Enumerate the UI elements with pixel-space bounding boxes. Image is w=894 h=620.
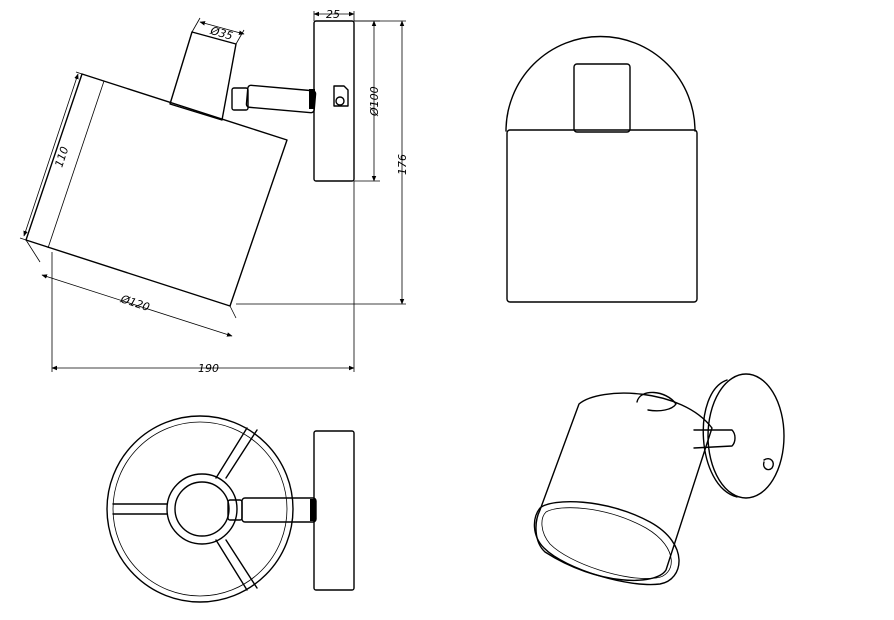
- side-arm-end-cap: [309, 89, 315, 109]
- bottom-shade-outer: [106, 415, 294, 603]
- front-wall-plate: [505, 35, 696, 132]
- side-arm: [245, 84, 317, 114]
- bottom-arm-end-cap: [310, 499, 316, 521]
- dim-shade-length: 110: [52, 145, 71, 169]
- persp-switch: [762, 458, 774, 471]
- front-view: [505, 35, 698, 303]
- bottom-spokes: [112, 427, 258, 591]
- dim-plate-depth: 25: [326, 8, 340, 21]
- persp-arm: [693, 429, 736, 449]
- bottom-arm: [241, 497, 317, 523]
- side-stem: [169, 31, 237, 121]
- dim-overall-width: 190: [198, 362, 219, 375]
- dim-shade-diameter: Ø120: [118, 292, 151, 314]
- persp-wall-plate-back: [707, 373, 785, 499]
- bottom-hub-inner: [174, 481, 230, 537]
- bottom-shade-inner: [112, 421, 288, 597]
- dim-stem-diameter: Ø35: [208, 24, 234, 43]
- bottom-view: [106, 415, 355, 603]
- persp-knob: [636, 391, 677, 412]
- side-screw: [335, 96, 345, 106]
- side-view: Ø35 25 Ø100 176 110 Ø120 190: [19, 8, 409, 375]
- persp-shade-rim: [533, 501, 680, 586]
- dim-plate-diameter: Ø100: [368, 86, 381, 117]
- bottom-pivot: [227, 499, 243, 521]
- dim-overall-height: 176: [396, 154, 409, 175]
- persp-shade-rim-inner: [541, 507, 672, 579]
- side-switch: [333, 85, 349, 107]
- perspective-view: [533, 373, 785, 586]
- bottom-wall-plate: [313, 430, 355, 591]
- front-shade: [506, 129, 698, 303]
- front-stem: [573, 63, 631, 133]
- persp-wall-plate-front: [702, 379, 738, 498]
- persp-shade-body: [535, 392, 713, 582]
- bottom-hub: [166, 473, 238, 545]
- side-pivot-joint: [231, 87, 249, 111]
